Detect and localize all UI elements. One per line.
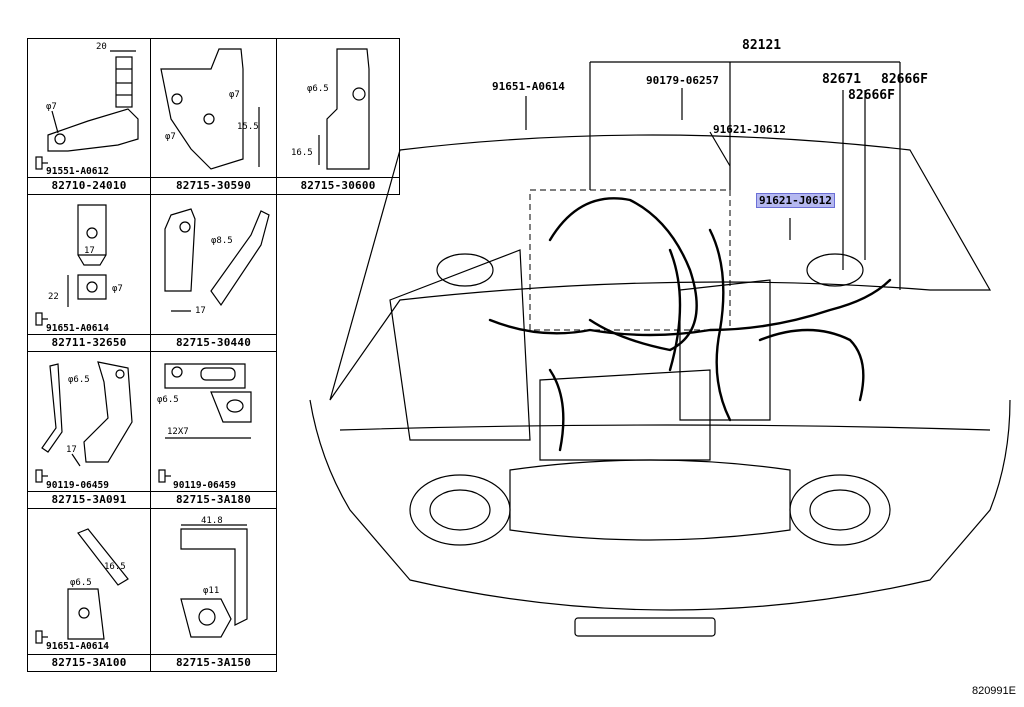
dim-label: 17: [195, 306, 206, 316]
bolt-label: 91551-A0612: [46, 166, 109, 177]
dim-label: 12X7: [167, 427, 189, 437]
dim-label: φ7: [165, 132, 176, 142]
dim-label: 20: [96, 42, 107, 52]
dim-label: 17: [66, 445, 77, 455]
panel-caption: 82715-30600: [277, 177, 399, 194]
dim-label: 22: [48, 292, 59, 302]
detail-panel-82710-24010[interactable]: 20 φ7 91551-A0612 82710-24010: [27, 38, 151, 195]
panel-caption: 82710-24010: [28, 177, 150, 194]
dim-label: 17: [84, 246, 95, 256]
panel-caption: 82715-3A180: [151, 491, 276, 508]
callout-91651-a0614[interactable]: 91651-A0614: [492, 80, 565, 93]
detail-panel-82715-3A100[interactable]: 16.5 φ6.5 91651-A0614 82715-3A100: [27, 508, 151, 672]
dim-label: φ7: [112, 284, 123, 294]
bolt-label: 90119-06459: [46, 480, 109, 491]
dim-label: φ7: [229, 90, 240, 100]
dim-label: φ6.5: [157, 395, 179, 405]
dim-label: 15.5: [237, 122, 259, 132]
detail-grid: 20 φ7 91551-A0612 82710-24010 φ7 φ7 15.5…: [27, 38, 285, 672]
dim-label: φ6.5: [70, 578, 92, 588]
engine-bay-drawing: [309, 61, 1011, 637]
dim-label: 41.8: [201, 516, 223, 526]
panel-caption: 82711-32650: [28, 334, 150, 351]
detail-panel-82715-30590[interactable]: φ7 φ7 15.5 82715-30590: [150, 38, 277, 195]
callout-90179-06257[interactable]: 90179-06257: [646, 74, 719, 87]
callout-82671[interactable]: 82671: [822, 72, 862, 87]
panel-caption: 82715-3A091: [28, 491, 150, 508]
dim-label: φ6.5: [307, 84, 329, 94]
figure-id: 820991E: [971, 685, 1016, 697]
dim-label: φ8.5: [211, 236, 233, 246]
panel-caption: 82715-3A150: [151, 654, 276, 671]
detail-panel-82711-32650[interactable]: 17 22 φ7 91651-A0614 82711-32650: [27, 194, 151, 352]
panel-caption: 82715-30440: [151, 334, 276, 351]
callout-91621-j0612[interactable]: 91621-J0612: [713, 123, 786, 136]
dim-label: φ6.5: [68, 375, 90, 385]
detail-panel-82715-3A180[interactable]: φ6.5 12X7 90119-06459 82715-3A180: [150, 351, 277, 509]
bolt-label: 91651-A0614: [46, 323, 109, 334]
callout-82121[interactable]: 82121: [742, 38, 782, 53]
dim-label: 16.5: [291, 148, 313, 158]
panel-caption: 82715-30590: [151, 177, 276, 194]
detail-panel-82715-30600[interactable]: φ6.5 16.5 82715-30600: [276, 38, 400, 195]
bolt-label: 90119-06459: [173, 480, 236, 491]
panel-caption: 82715-3A100: [28, 654, 150, 671]
bolt-label: 91651-A0614: [46, 641, 109, 652]
callout-91621-j0612-highlighted[interactable]: 91621-J0612: [756, 193, 835, 208]
dim-label: 16.5: [104, 562, 126, 572]
callout-82666f-b[interactable]: 82666F: [848, 88, 895, 103]
detail-panel-82715-30440[interactable]: φ8.5 17 82715-30440: [150, 194, 277, 352]
dim-label: φ11: [203, 586, 219, 596]
dim-label: φ7: [46, 102, 57, 112]
detail-panel-82715-3A091[interactable]: φ6.5 17 90119-06459 82715-3A091: [27, 351, 151, 509]
detail-panel-82715-3A150[interactable]: 41.8 φ11 82715-3A150: [150, 508, 277, 672]
callout-82666f-a[interactable]: 82666F: [881, 72, 928, 87]
